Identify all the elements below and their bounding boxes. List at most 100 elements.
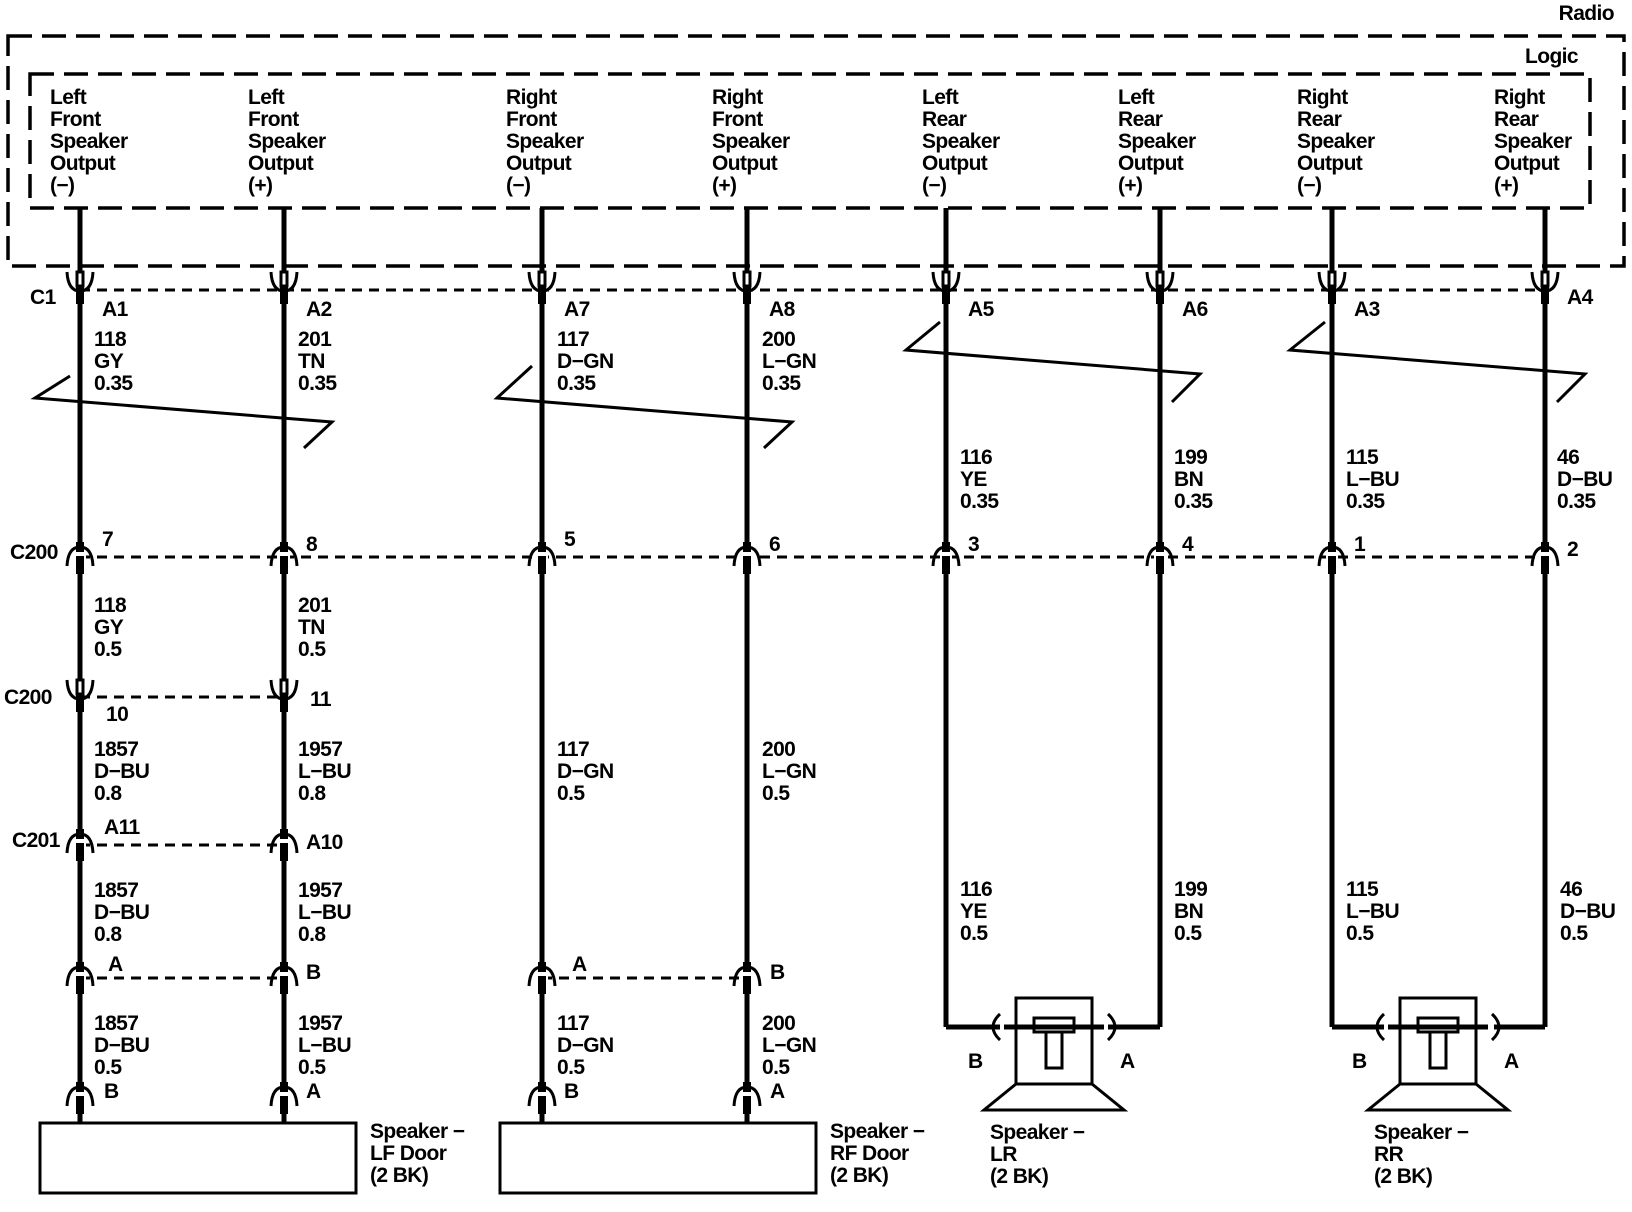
- svg-text:A: A: [1504, 1050, 1519, 1073]
- c200-pin-7: [1317, 542, 1347, 574]
- c1-pin-2: [269, 270, 299, 304]
- c201-pin-label-1: A11: [104, 816, 140, 839]
- c1-pin-label-1: A1: [102, 298, 129, 321]
- speaker-lf-door: Speaker −LF Door(2 BK): [38, 1120, 465, 1195]
- c200-pin-label-8: 2: [1567, 538, 1578, 561]
- lf-inline-pin-label-1: A: [108, 953, 123, 976]
- c200-pin-3: [527, 542, 557, 574]
- lf-inline-pin-2: [269, 962, 299, 994]
- svg-text:B: B: [1352, 1050, 1367, 1073]
- c1-pin-1: [65, 270, 95, 304]
- c200-pin-label-4: 6: [769, 533, 780, 556]
- c201-pin-label-2: A10: [306, 831, 343, 854]
- speaker-rf-door: Speaker −RF Door(2 BK): [498, 1120, 925, 1195]
- rf-speaker-pin-2: [732, 1082, 762, 1114]
- logic-title: Logic: [1525, 45, 1579, 68]
- svg-text:B: B: [968, 1050, 983, 1073]
- rf-inline-pin-1: [527, 962, 557, 994]
- c200b-pin-2: [269, 678, 299, 712]
- lf-inline-pin-label-2: B: [306, 961, 321, 984]
- c200b-pin-label-1: 10: [106, 703, 128, 726]
- wire-break-rr: [1286, 320, 1589, 404]
- speakers: Speaker −LF Door(2 BK) Speaker −RF Door(2…: [38, 996, 1520, 1195]
- c1-pin-5: [931, 270, 961, 304]
- c1-pin-6: [1145, 270, 1175, 304]
- rf-inline-pin-label-2: B: [770, 961, 785, 984]
- wire-break-lf: [30, 374, 336, 450]
- rf-speaker-pin-label-2: A: [770, 1080, 785, 1103]
- c200-pin-label-6: 4: [1182, 533, 1194, 556]
- c201-pin-2: [269, 829, 299, 861]
- c200-pin-5: [931, 542, 961, 574]
- c200-pin-8: [1530, 542, 1560, 574]
- lf-speaker-pin-label-2: A: [306, 1080, 321, 1103]
- c1-pin-3: [527, 270, 557, 304]
- wire-break-rf: [493, 364, 796, 450]
- c200-pin-1: [65, 542, 95, 574]
- c1-pin-label-5: A5: [968, 298, 995, 321]
- radio-outline: [6, 34, 1626, 268]
- c1-pin-8: [1530, 270, 1560, 304]
- lf-speaker-pin-2: [269, 1082, 299, 1114]
- c1-pin-label-3: A7: [564, 298, 590, 321]
- svg-text:Speaker −LF Door(2 BK): Speaker −LF Door(2 BK): [370, 1120, 465, 1187]
- connector-c200b-label: C200: [4, 686, 52, 709]
- rf-inline-pin-2: [732, 962, 762, 994]
- c1-pin-label-2: A2: [306, 298, 332, 321]
- lf-inline-pin-1: [65, 962, 95, 994]
- lf-speaker-pin-1: [65, 1082, 95, 1114]
- c200-pin-label-3: 5: [564, 528, 576, 551]
- rf-speaker-pin-label-1: B: [564, 1080, 579, 1103]
- radio-title: Radio: [1559, 2, 1614, 25]
- c200-pin-2: [269, 542, 299, 574]
- c1-pin-7: [1317, 270, 1347, 304]
- c1-pin-4: [732, 270, 762, 304]
- connector-dashes: [80, 288, 1545, 980]
- connector-c200-label: C200: [10, 541, 58, 564]
- svg-text:Speaker −RF Door(2 BK): Speaker −RF Door(2 BK): [830, 1120, 925, 1187]
- rf-speaker-pin-1: [527, 1082, 557, 1114]
- c1-pin-label-6: A6: [1182, 298, 1208, 321]
- c1-pin-label-8: A4: [1567, 286, 1594, 309]
- connector-symbols: [65, 270, 1560, 1114]
- c200b-pin-1: [65, 678, 95, 712]
- c1-pin-label-4: A8: [769, 298, 796, 321]
- lf-speaker-pin-label-1: B: [104, 1080, 119, 1103]
- svg-text:Speaker −LR(2 BK): Speaker −LR(2 BK): [990, 1121, 1085, 1188]
- logic-outline: [28, 72, 1592, 210]
- c1-pin-label-7: A3: [1354, 298, 1380, 321]
- connector-c201-label: C201: [12, 829, 61, 852]
- rf-inline-pin-label-1: A: [572, 953, 587, 976]
